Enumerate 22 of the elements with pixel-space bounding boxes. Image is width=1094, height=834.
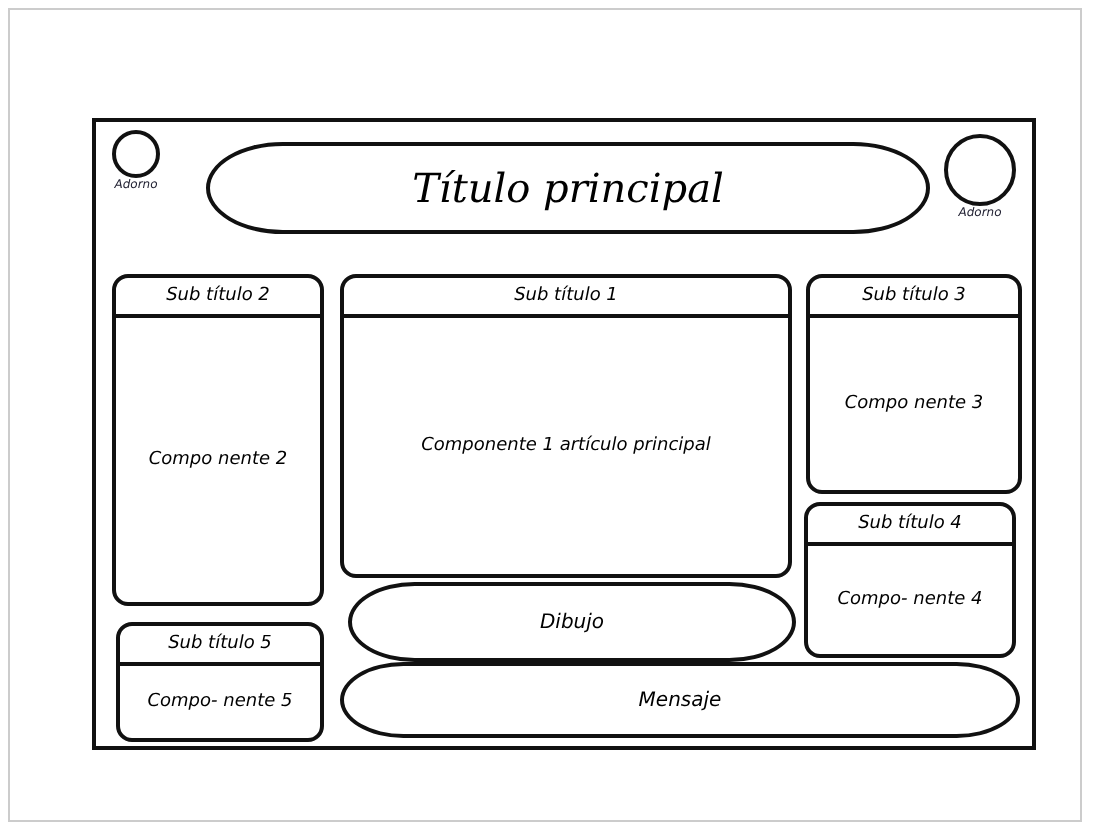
section-label: Compo- nente 5 (145, 690, 295, 716)
subtitle-header: Sub título 1 (344, 278, 788, 318)
subtitle-header: Sub título 5 (120, 626, 320, 666)
page-frame (92, 118, 1036, 750)
section-label: Mensaje (638, 689, 722, 711)
content-panel (804, 502, 1016, 658)
content-shape (340, 662, 1020, 738)
title-banner (206, 142, 930, 234)
main-title: Título principal (412, 164, 724, 212)
section-label: Compo- nente 4 (835, 588, 985, 614)
content-panel (116, 622, 324, 742)
content-shape (348, 582, 796, 662)
section-label: Componente 1 artículo principal (419, 433, 713, 460)
subtitle-header: Sub título 4 (808, 506, 1012, 546)
subtitle-header: Sub título 3 (810, 278, 1018, 318)
section-label: Dibujo (539, 611, 605, 633)
content-panel (806, 274, 1022, 494)
subtitle-header: Sub título 2 (116, 278, 320, 318)
content-panel (112, 274, 324, 606)
content-panel (340, 274, 792, 578)
section-label: Compo nente 3 (842, 392, 986, 418)
section-label: Compo nente 2 (146, 448, 290, 474)
